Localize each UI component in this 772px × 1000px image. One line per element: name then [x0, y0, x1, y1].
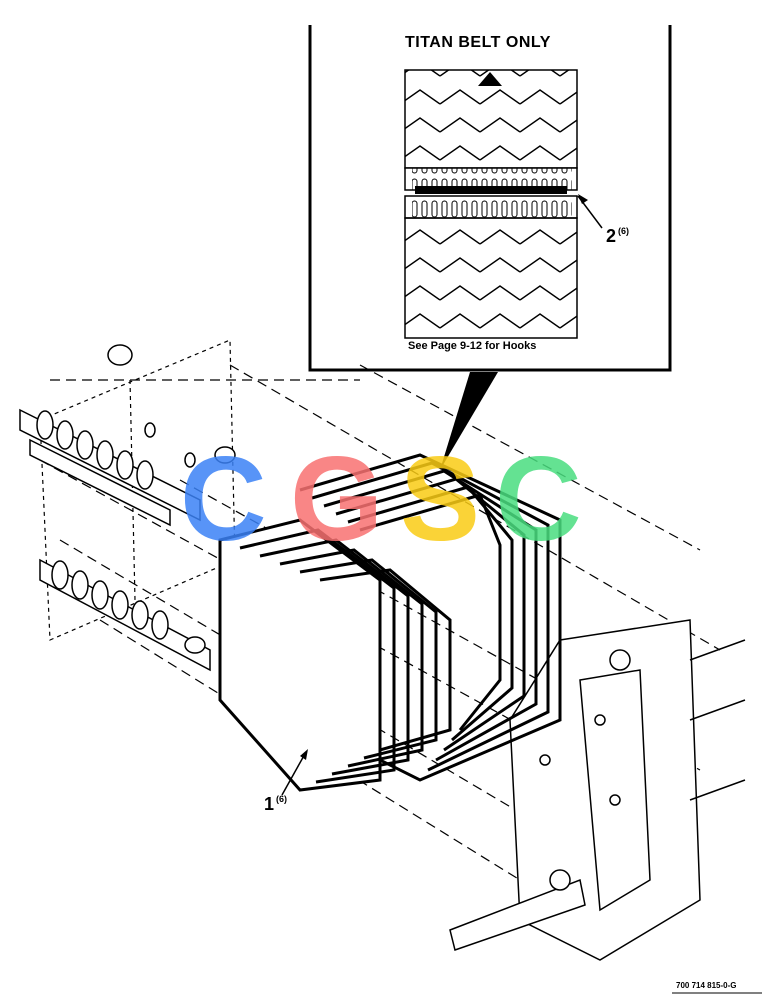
inset-title: TITAN BELT ONLY: [405, 34, 551, 51]
belt-splice: [404, 167, 578, 219]
watermark-letter-c1: C: [180, 432, 267, 566]
watermark: C G S C: [180, 430, 600, 566]
callout-2-qty: (6): [618, 226, 630, 236]
watermark-letter-g: G: [290, 432, 384, 566]
right-side-panel: [449, 619, 746, 961]
drawing-id: 700 714 815-0-G: [676, 981, 737, 990]
hooks-note: See Page 9-12 for Hooks: [408, 340, 537, 352]
callout-1-number: 1: [264, 794, 275, 814]
callout-1-leader: [281, 749, 308, 796]
belt-upper-section: [404, 69, 578, 169]
callout-1-qty: (6): [276, 794, 288, 804]
callout-2-number: 2: [606, 226, 617, 246]
watermark-letter-s: S: [400, 432, 481, 566]
inset-panel: [308, 25, 672, 470]
belt-lower-section: [404, 217, 578, 339]
callout-1: 1(6): [264, 794, 287, 815]
direction-arrow-icon: [478, 72, 502, 86]
left-rollers: [19, 344, 236, 672]
callout-2: 2(6): [606, 226, 629, 247]
belts-assembly: [218, 453, 562, 792]
watermark-letter-c2: C: [495, 432, 582, 566]
